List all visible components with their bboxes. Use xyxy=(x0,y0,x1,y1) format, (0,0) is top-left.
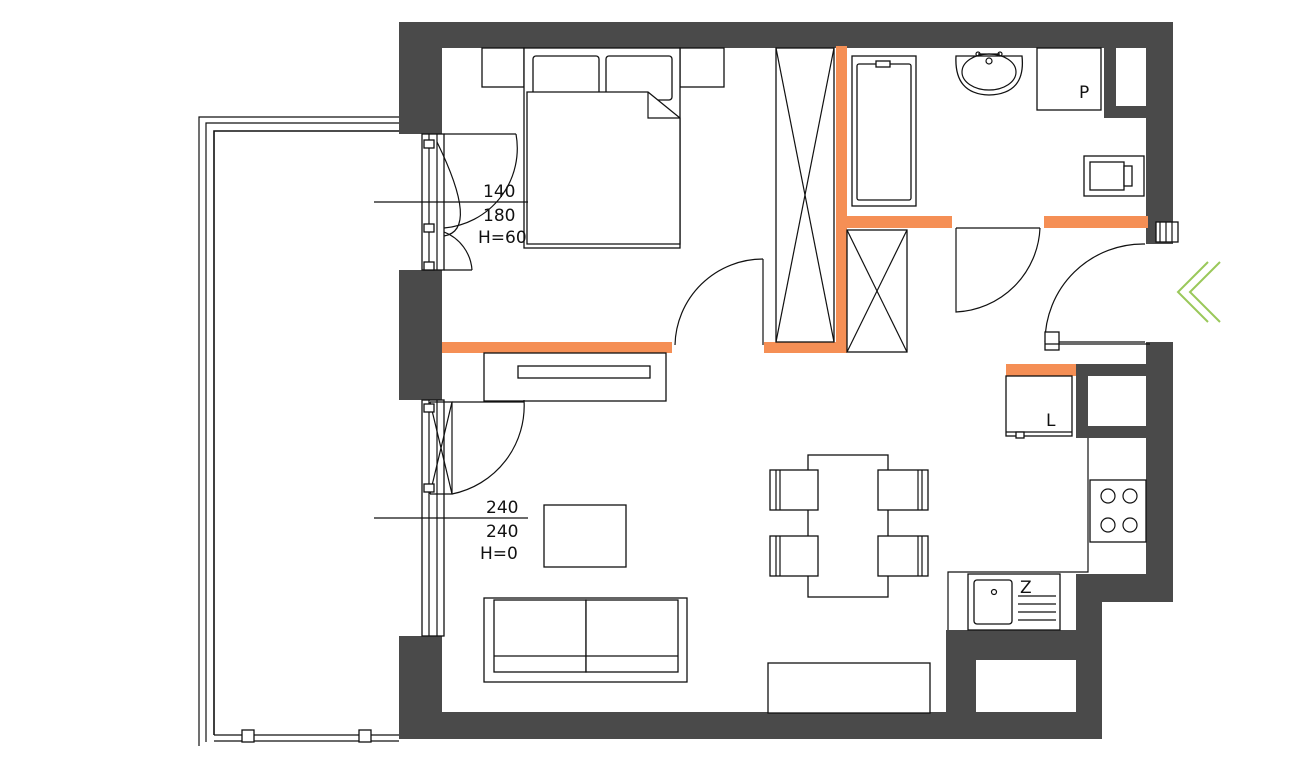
coffee-table xyxy=(543,504,627,568)
bedroom-window-sill: H=60 xyxy=(478,228,527,248)
balcony xyxy=(198,116,399,746)
bathroom-door-swing xyxy=(955,227,1041,313)
wall-right-lower xyxy=(1146,342,1173,602)
partition-bathroom-left xyxy=(836,46,847,353)
living-window-sill: H=0 xyxy=(480,544,518,564)
dining-chair xyxy=(769,535,819,577)
dining-chair xyxy=(769,469,819,511)
partition-walls xyxy=(442,46,1148,376)
entrance-door-swing xyxy=(1044,243,1146,343)
washing-machine-label: P xyxy=(1079,83,1089,103)
washbasin xyxy=(955,51,1024,96)
wall-bottom xyxy=(399,712,1102,739)
partition-bathroom-bottom-right xyxy=(1044,216,1148,228)
wall-left-middle xyxy=(399,270,442,400)
wall-top xyxy=(399,22,1173,48)
dining-table xyxy=(807,454,889,598)
fridge xyxy=(1005,375,1073,437)
balcony-post xyxy=(358,729,372,743)
wall-left-upper xyxy=(399,22,442,134)
sideboard xyxy=(767,662,931,714)
wall-shaft-left xyxy=(1104,46,1116,118)
tv xyxy=(517,365,651,379)
dining-chair xyxy=(877,469,929,511)
blanket xyxy=(526,91,681,245)
door-jamb xyxy=(1146,220,1156,244)
wall-niche-top xyxy=(946,630,1102,660)
balcony-post xyxy=(241,729,255,743)
bedroom-door-swing xyxy=(674,258,764,346)
nightstand xyxy=(481,47,525,88)
partition-wardrobe-bottom xyxy=(764,342,846,353)
living-room: 240 240 H=0 xyxy=(374,352,931,714)
outer-walls xyxy=(399,22,1173,739)
entrance xyxy=(1044,221,1221,351)
nightstand xyxy=(679,47,725,88)
living-window-height: 240 xyxy=(486,522,518,542)
wall-right-upper xyxy=(1146,22,1173,244)
wall-kitchen-shaft-left xyxy=(1076,364,1088,438)
partition-bathroom-bottom-left xyxy=(836,216,952,228)
entrance-arrow-icon xyxy=(1176,261,1221,323)
bedroom-window-height: 180 xyxy=(483,206,515,226)
washing-machine xyxy=(1036,47,1102,111)
cooktop xyxy=(1089,479,1147,543)
living-window-width: 240 xyxy=(486,498,518,518)
bedroom-window-width: 140 xyxy=(483,182,515,202)
partition-kitchen xyxy=(1006,364,1076,376)
sofa xyxy=(483,597,688,683)
fridge-label: L xyxy=(1046,411,1056,431)
bedroom: 140 180 H=60 xyxy=(374,47,835,346)
sink-label: Z xyxy=(1020,578,1032,598)
wall-shaft-bottom xyxy=(1104,106,1148,118)
bathroom: P xyxy=(846,47,1145,353)
bedroom-window xyxy=(421,133,518,271)
dining-chair xyxy=(877,535,929,577)
kitchen: L Z xyxy=(947,375,1147,631)
wall-kitchen-shaft-top xyxy=(1076,364,1156,376)
kitchen-counter-edge xyxy=(947,438,1089,630)
kitchen-sink xyxy=(967,573,1061,631)
partition-bedroom-living xyxy=(442,342,672,353)
wall-kitchen-shaft-bottom xyxy=(1076,426,1156,438)
